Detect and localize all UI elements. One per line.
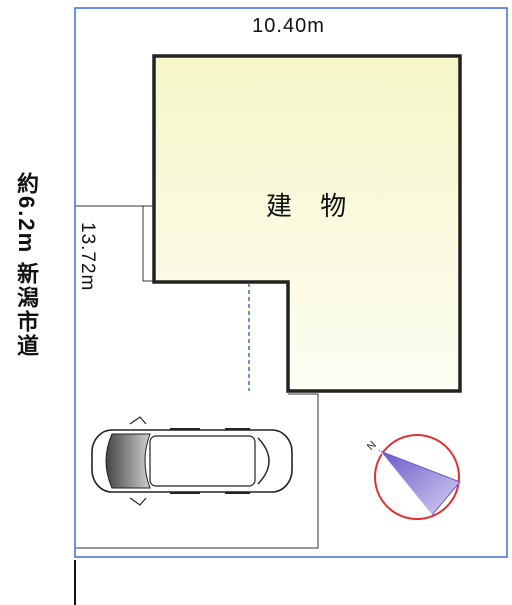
compass-icon [374, 434, 461, 520]
depth-dimension-label: 13.72m [77, 222, 98, 292]
building-label: 建 物 [266, 192, 357, 222]
road-label: 約6.2m 新潟市道 [14, 172, 39, 359]
lot-boundary [74, 7, 508, 558]
building-footprint [152, 54, 462, 393]
parking-area-outline-lower [76, 393, 319, 549]
car-icon [91, 416, 293, 506]
parking-area-outline [76, 205, 153, 282]
compass-north-letter: N [365, 439, 379, 453]
frontage-dimension-label: 10.40m [252, 15, 325, 37]
